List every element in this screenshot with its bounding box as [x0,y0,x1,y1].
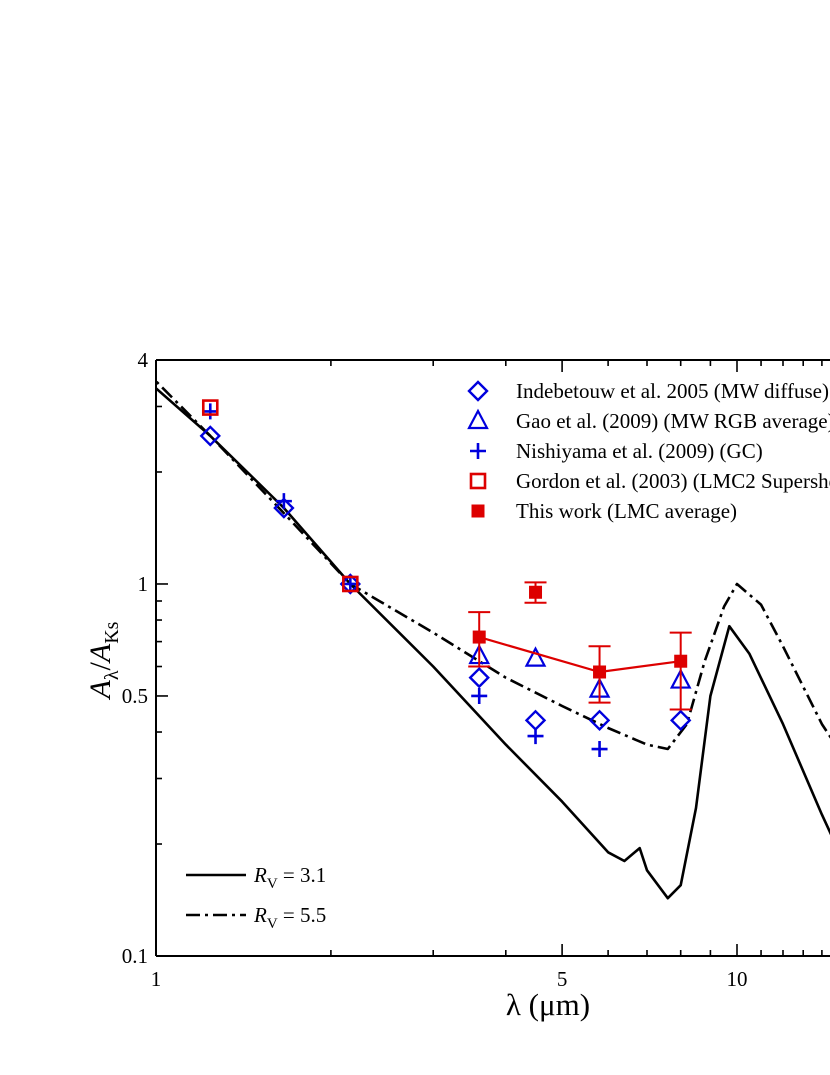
data-point [674,654,688,668]
y-tick-label: 0.1 [122,944,148,968]
legend-label: Gordon et al. (2003) (LMC2 Supershell) [516,469,830,493]
legend-marker [471,504,485,518]
axis-labels: λ (μm) Aλ/AKs [84,621,590,1022]
data-point [202,403,219,420]
axes: 1 5 10 0.1 0.5 1 4 [122,348,830,991]
data-point [273,497,295,519]
series-diamond [199,425,692,732]
curve-legend-label: RV = 5.5 [253,903,326,932]
data-series [199,399,692,758]
y-tick-label: 4 [138,348,149,372]
series-open-square [201,399,359,593]
data-point [472,630,486,644]
legend-item: This work (LMC average) [471,499,737,523]
legend-item: Gordon et al. (2003) (LMC2 Supershell) [469,469,830,493]
legend-marker [467,380,489,402]
curve-legend-label: RV = 3.1 [253,863,326,892]
legend-label: This work (LMC average) [516,499,737,523]
data-point [275,493,292,510]
x-tick-label: 5 [557,967,568,991]
series-plus [202,403,608,758]
legend-marker [467,408,489,430]
data-point [342,575,359,593]
data-point [199,425,221,447]
legend-marker [470,443,486,459]
series-filled-square [468,581,692,711]
x-axis-title: λ (μm) [506,987,590,1022]
curve-legend: RV = 3.1 RV = 5.5 [186,863,326,932]
data-point [527,728,544,745]
legend-label: Gao et al. (2009) (MW RGB average) [516,409,830,433]
x-tick-label: 10 [727,967,748,991]
legend-label: Indebetouw et al. 2005 (MW diffuse) [516,379,829,403]
data-point [593,665,607,679]
data-point [524,709,547,732]
y-tick-label: 0.5 [122,684,148,708]
data-point [201,399,219,416]
legend-marker [469,472,487,490]
data-point [468,666,490,689]
svg-text:Aλ/AKs: Aλ/AKs [84,621,123,700]
y-tick-label: 1 [138,572,149,596]
data-point [471,687,488,704]
legend-item: Nishiyama et al. (2009) (GC) [470,439,763,463]
y-axis-title: Aλ/AKs [84,621,123,700]
model-curves [156,379,830,900]
legend-label: Nishiyama et al. (2009) (GC) [516,439,763,463]
data-point [529,585,543,599]
curve-rv-5-5 [156,379,830,751]
data-point [524,646,547,667]
curve-rv-3-1 [156,386,830,900]
x-tick-label: 1 [151,967,162,991]
data-point [588,709,611,732]
legend: Indebetouw et al. 2005 (MW diffuse) Gao e… [186,379,830,932]
series-triangle [468,643,692,698]
legend-item: Indebetouw et al. 2005 (MW diffuse) [467,379,829,403]
legend-item: Gao et al. (2009) (MW RGB average) [467,408,830,433]
data-point [669,709,692,732]
data-point [342,575,359,592]
data-point [591,741,608,758]
series-connecting-line [478,636,681,674]
